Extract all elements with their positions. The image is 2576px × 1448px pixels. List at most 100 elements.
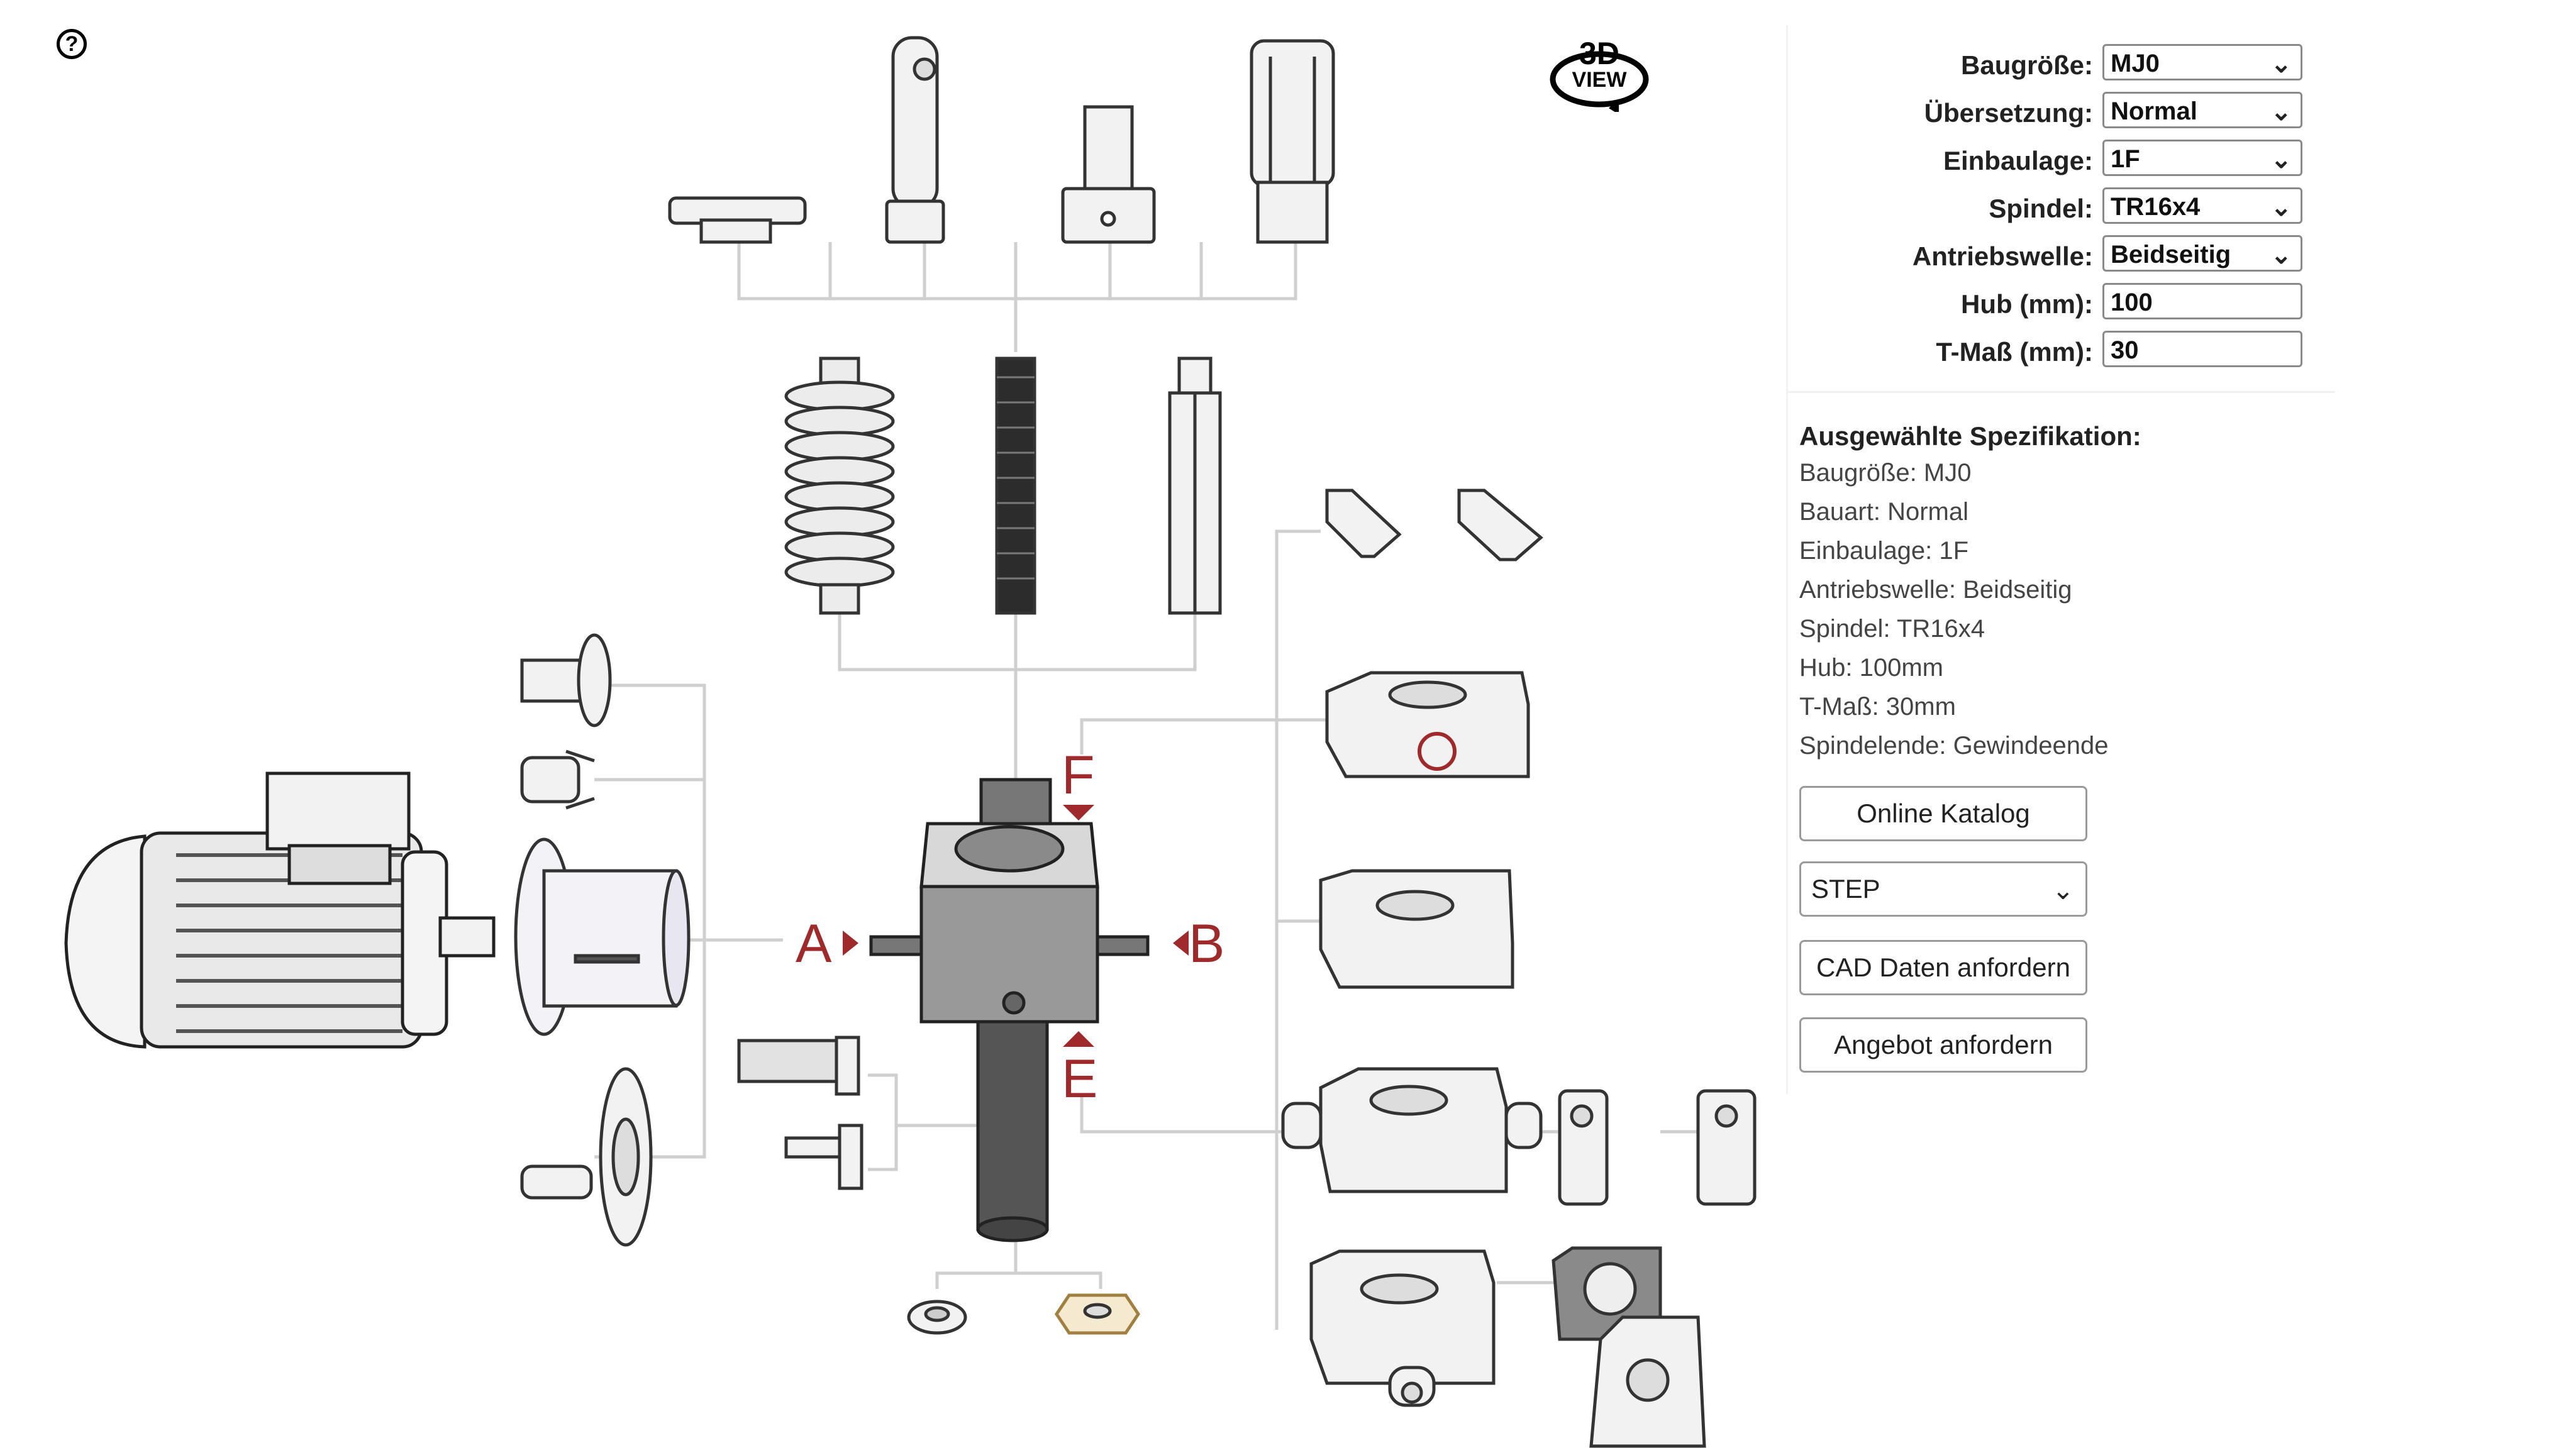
spec-line: Spindelende: Gewindeende: [1799, 732, 2109, 760]
antriebswelle-select[interactable]: Beidseitig⌄: [2102, 235, 2302, 272]
einbaulage-label: Einbaulage:: [1943, 146, 2093, 175]
tmass-row: T-Maß (mm): 30: [1788, 331, 2304, 368]
flat-plate[interactable]: [1319, 869, 1514, 989]
top-plate-flange[interactable]: [1325, 671, 1530, 778]
baugroesse-select[interactable]: MJ0 ⌄: [2102, 44, 2302, 80]
clevis-end[interactable]: [1061, 105, 1156, 244]
cad-request-button[interactable]: CAD Daten anfordern: [1799, 940, 2087, 995]
offer-request-label: Angebot anfordern: [1834, 1030, 2053, 1059]
pivot-block-2[interactable]: [1696, 1089, 1757, 1206]
spec-line: T-Maß: 30mm: [1799, 693, 1956, 721]
position-markers: [843, 805, 1189, 1047]
spec-line: Hub: 100mm: [1799, 654, 1943, 682]
einbaulage-row: Einbaulage: 1F ⌄: [1788, 140, 2304, 177]
spindel-value: TR16x4: [2111, 193, 2201, 221]
antriebswelle-label: Antriebswelle:: [1912, 241, 2093, 271]
spindle-end-parts[interactable]: [668, 36, 1335, 244]
offer-request-button[interactable]: Angebot anfordern: [1799, 1017, 2087, 1073]
brake-part[interactable]: [520, 749, 595, 810]
cad-request-label: CAD Daten anfordern: [1816, 953, 2070, 982]
hub-value: 100: [2111, 289, 2153, 316]
uebersetzung-row: Übersetzung: Normal ⌄: [1788, 92, 2304, 130]
pivot-block-1[interactable]: [1558, 1089, 1609, 1206]
chevron-down-icon: ⌄: [2051, 875, 2074, 905]
divider: [1788, 391, 2335, 393]
hub-label: Hub (mm):: [1961, 289, 2093, 319]
tmass-input[interactable]: 30: [2102, 331, 2302, 367]
bottom-nuts[interactable]: [907, 1293, 1141, 1335]
connector-lines: [594, 242, 1711, 1330]
configurator-diagram: A B F E: [64, 36, 1757, 1448]
spindel-row: Spindel: TR16x4 ⌄: [1788, 187, 2304, 225]
drive-accessories[interactable]: [520, 633, 863, 1247]
uebersetzung-value: Normal: [2111, 97, 2197, 125]
limit-switch-1[interactable]: [737, 1036, 860, 1096]
trunnion-plate[interactable]: [1281, 1067, 1543, 1193]
chevron-down-icon: ⌄: [2270, 194, 2292, 221]
screw-jack[interactable]: [869, 778, 1150, 1242]
chevron-down-icon: ⌄: [2270, 98, 2292, 126]
baugroesse-value: MJ0: [2111, 50, 2160, 77]
marker-b-arrow: [1173, 931, 1189, 956]
flange-end[interactable]: [668, 196, 807, 244]
tmass-label: T-Maß (mm):: [1936, 337, 2093, 367]
einbaulage-value: 1F: [2111, 145, 2140, 173]
limit-switch-2[interactable]: [784, 1124, 863, 1190]
mounting-bar-1[interactable]: [1325, 489, 1402, 558]
marker-f-arrow: [1063, 805, 1094, 821]
marker-b-label: B: [1189, 914, 1224, 974]
hex-nut[interactable]: [1054, 1293, 1141, 1335]
configuration-panel: Baugröße: MJ0 ⌄ Übersetzung: Normal ⌄ Einb…: [1786, 25, 2341, 1094]
marker-a-arrow: [843, 931, 858, 956]
spec-line: Einbaulage: 1F: [1799, 537, 1969, 565]
spindle-options[interactable]: [784, 356, 1222, 615]
spec-line: Baugröße: MJ0: [1799, 459, 1972, 487]
spec-line: Spindel: TR16x4: [1799, 615, 1985, 643]
coupling-part[interactable]: [520, 633, 612, 727]
uebersetzung-label: Übersetzung:: [1924, 98, 2093, 128]
3d-view-arrow: [1550, 51, 1649, 112]
base-plate-trunnion[interactable]: [1309, 1249, 1496, 1407]
spec-line: Bauart: Normal: [1799, 498, 1968, 526]
spec-title: Ausgewählte Spezifikation:: [1799, 421, 2141, 451]
marker-f-label: F: [1062, 745, 1095, 805]
chevron-down-icon: ⌄: [2270, 50, 2292, 78]
rod-end-swivel[interactable]: [885, 36, 945, 244]
spindel-select[interactable]: TR16x4 ⌄: [2102, 187, 2302, 224]
mounting-parts[interactable]: [1281, 489, 1757, 1448]
chevron-down-icon: ⌄: [2270, 146, 2292, 174]
hub-input[interactable]: 100: [2102, 283, 2302, 319]
hub-row: Hub (mm): 100: [1788, 283, 2304, 321]
chevron-down-icon: ⌄: [2270, 241, 2292, 269]
einbaulage-select[interactable]: 1F ⌄: [2102, 140, 2302, 176]
cad-format-select[interactable]: STEP ⌄: [1799, 861, 2087, 917]
bellows[interactable]: [784, 356, 895, 615]
3d-view-label-view: VIEW: [1572, 68, 1627, 92]
marker-a-label: A: [796, 914, 832, 974]
mounting-bar-2[interactable]: [1457, 489, 1543, 561]
bearing-block-2[interactable]: [1589, 1315, 1706, 1448]
marker-e-arrow: [1063, 1031, 1094, 1047]
3d-view-icon[interactable]: 3D VIEW: [1548, 30, 1650, 112]
round-nut[interactable]: [907, 1300, 967, 1335]
tmass-value: 30: [2111, 336, 2139, 364]
threaded-spindle[interactable]: [995, 356, 1036, 615]
baugroesse-label: Baugröße:: [1961, 50, 2093, 80]
question-circle-icon[interactable]: ?: [57, 29, 87, 59]
spec-line: Antriebswelle: Beidseitig: [1799, 576, 2072, 604]
baugroesse-row: Baugröße: MJ0 ⌄: [1788, 44, 2304, 82]
online-catalog-button[interactable]: Online Katalog: [1799, 786, 2087, 841]
marker-e-label: E: [1062, 1049, 1097, 1109]
3d-view-label-3d: 3D: [1579, 36, 1619, 71]
fork-head[interactable]: [1250, 39, 1335, 244]
motor-adapter-flange[interactable]: [514, 837, 691, 1036]
online-catalog-label: Online Katalog: [1857, 799, 2030, 828]
cad-format-value: STEP: [1811, 874, 1880, 904]
anti-rotation-guide[interactable]: [1168, 356, 1222, 615]
antriebswelle-row: Antriebswelle: Beidseitig⌄: [1788, 235, 2304, 273]
spindel-label: Spindel:: [1989, 194, 2093, 223]
handwheel[interactable]: [520, 1067, 653, 1247]
uebersetzung-select[interactable]: Normal ⌄: [2102, 92, 2302, 128]
help-glyph: ?: [65, 31, 79, 56]
electric-motor[interactable]: [64, 771, 496, 1049]
